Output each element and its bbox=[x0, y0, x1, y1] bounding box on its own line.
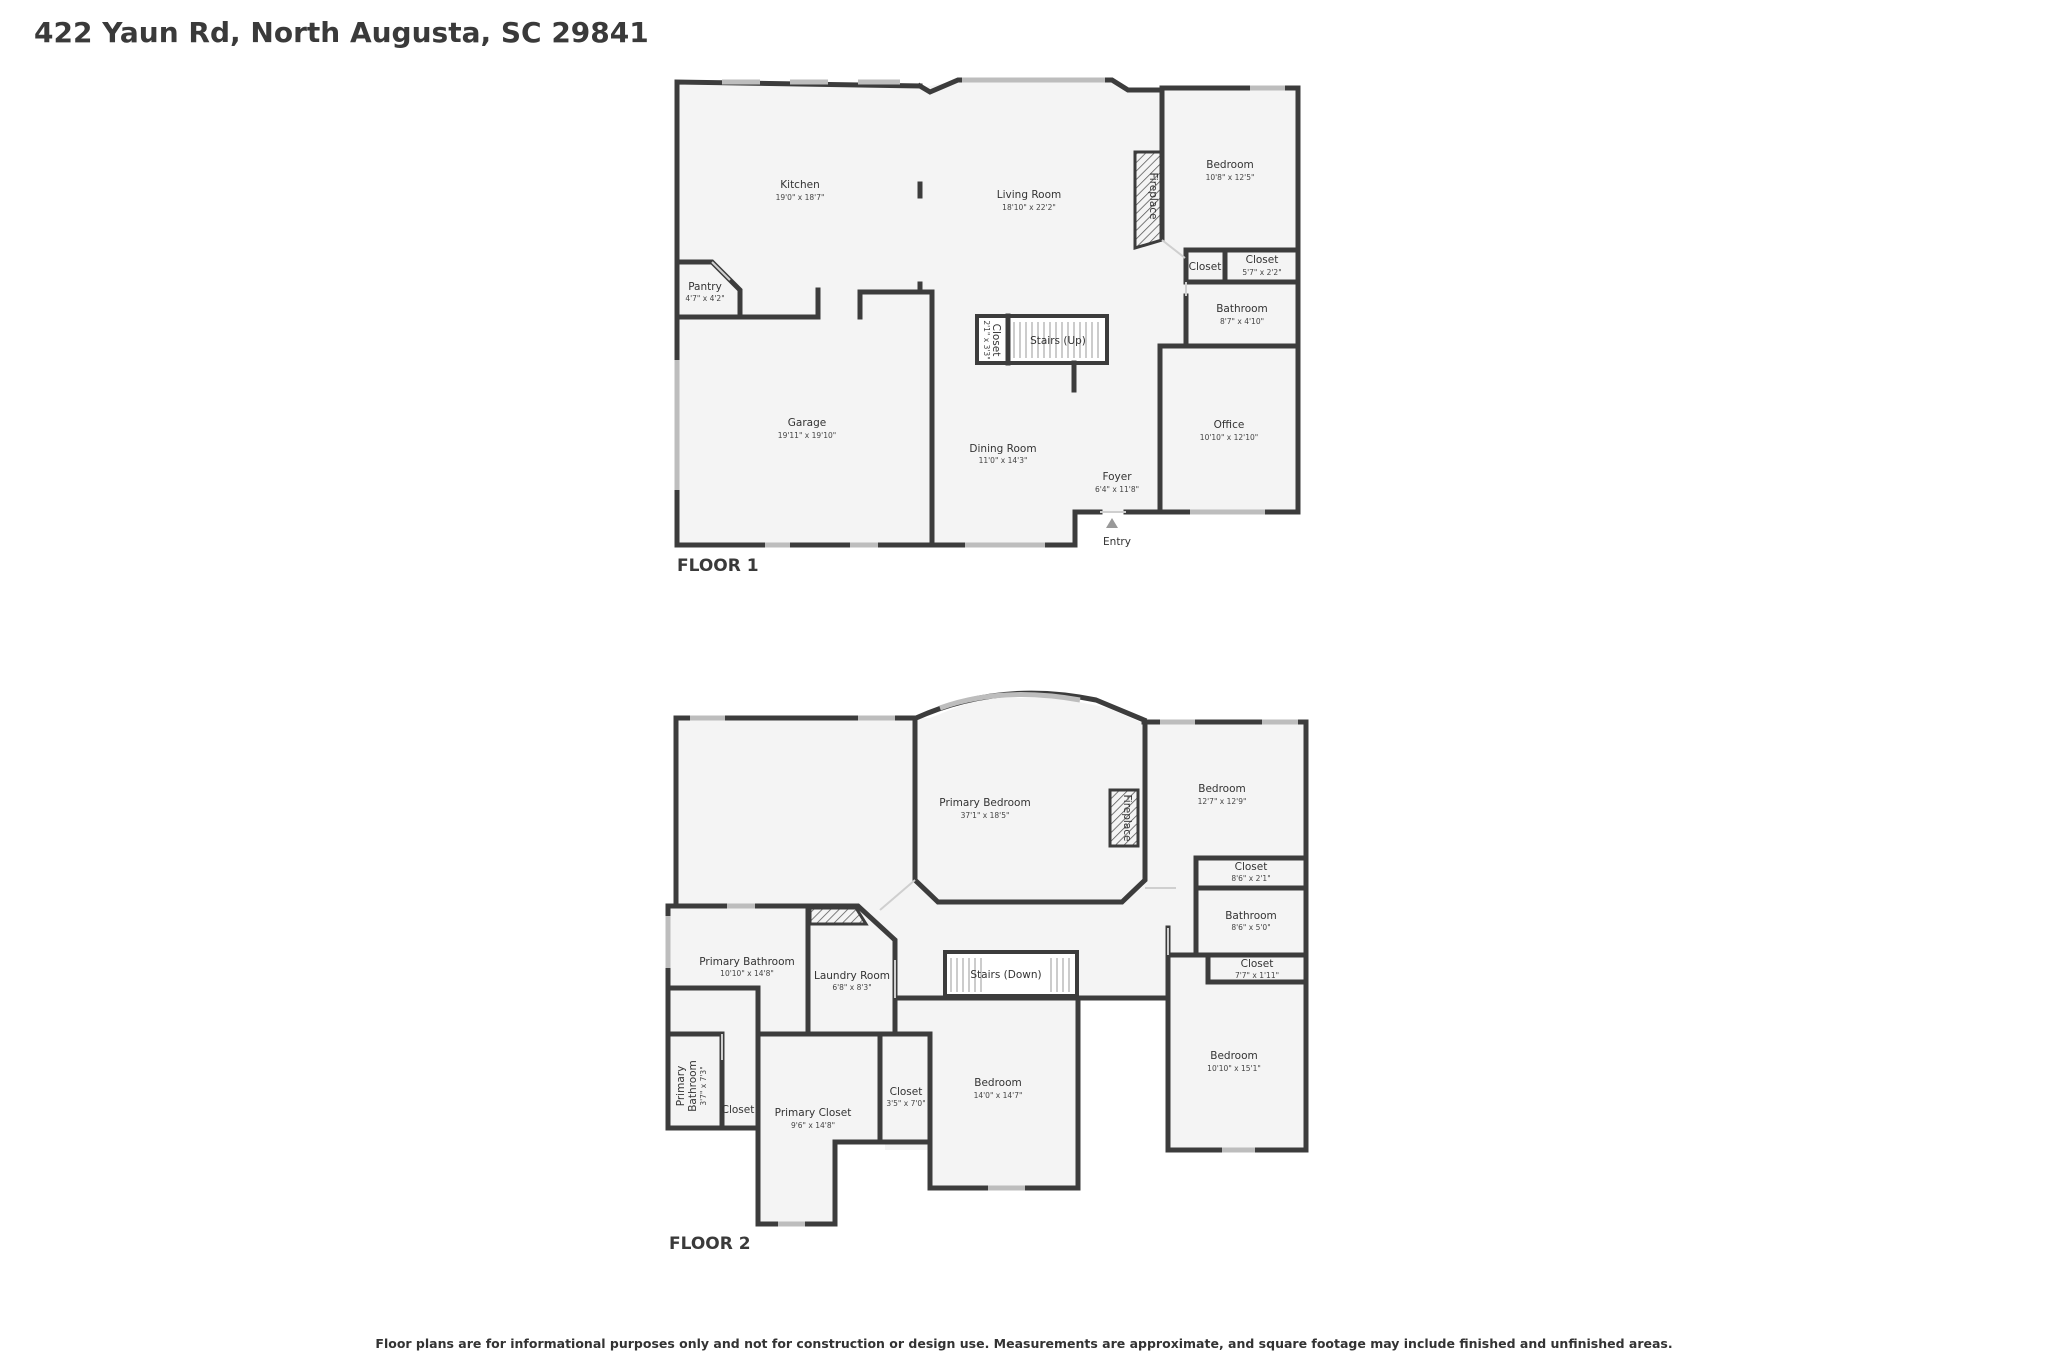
closet-d-name: Closet bbox=[890, 1086, 923, 1098]
living-room-name: Living Room bbox=[997, 189, 1061, 201]
bathroom2-dim: 8'6" x 5'0" bbox=[1231, 923, 1270, 932]
garage-dim: 19'11" x 19'10" bbox=[778, 431, 836, 440]
entry-label: Entry bbox=[1103, 536, 1131, 548]
stairs-up-name: Stairs (Up) bbox=[1030, 335, 1086, 347]
fireplace-shape bbox=[1108, 788, 1140, 848]
primary-bathroom-dim: 10'10" x 14'8" bbox=[720, 969, 774, 978]
floor1-wall-south bbox=[674, 509, 1078, 548]
fireplace2-label: Fireplace bbox=[1121, 795, 1133, 842]
floor1-area bbox=[677, 80, 1298, 545]
kitchen-garage-wall bbox=[737, 287, 821, 320]
primary-closet-dim: 9'6" x 14'8" bbox=[791, 1121, 835, 1130]
door bbox=[1161, 239, 1186, 259]
bedroom-name: Bedroom bbox=[1206, 159, 1254, 171]
stairs-down-name: Stairs (Down) bbox=[970, 969, 1041, 981]
floor2-wall-east bbox=[1141, 719, 1309, 1153]
floor1-label: FLOOR 1 bbox=[677, 556, 759, 576]
stairs-up-shape bbox=[975, 314, 1109, 365]
closet-b-dim: 5'7" x 2'2" bbox=[1242, 268, 1281, 277]
primary-bedroom-inner-wall bbox=[912, 715, 1148, 905]
garage-name: Garage bbox=[788, 417, 826, 429]
floor1-labels: Kitchen 19'0" x 18'7" Living Room 18'10"… bbox=[685, 159, 1281, 548]
closet-a-name: Closet bbox=[1235, 861, 1268, 873]
closet-b-name: Closet bbox=[1246, 254, 1279, 266]
foyer-dim: 6'4" x 11'8" bbox=[1095, 485, 1139, 494]
stairs-treads bbox=[950, 958, 1070, 992]
primary-closet-name: Primary Closet bbox=[775, 1107, 852, 1119]
bedroom-dim: 10'8" x 12'5" bbox=[1206, 173, 1255, 182]
fireplace-label: Fireplace bbox=[1147, 173, 1159, 220]
small-bath-dim: 3'7" x 7'3" bbox=[699, 1066, 708, 1105]
floor2-label: FLOOR 2 bbox=[669, 1234, 751, 1254]
living-room-dim: 18'10" x 22'2" bbox=[1002, 203, 1056, 212]
closet-d-dim: 3'5" x 7'0" bbox=[886, 1099, 925, 1108]
bathroom-name: Bathroom bbox=[1216, 303, 1268, 315]
foyer-name: Foyer bbox=[1102, 471, 1132, 483]
small-bath-line2: Bathroom bbox=[687, 1060, 699, 1112]
door bbox=[711, 261, 731, 281]
laundry-room-name: Laundry Room bbox=[814, 970, 890, 982]
stairs-down-shape bbox=[943, 950, 1079, 998]
pantry-dim: 4'7" x 4'2" bbox=[685, 294, 724, 303]
bathroom2-name: Bathroom bbox=[1225, 910, 1277, 922]
disclaimer: Floor plans are for informational purpos… bbox=[375, 1336, 1673, 1351]
window bbox=[939, 692, 1081, 711]
laundry-hatch bbox=[808, 906, 869, 926]
bedroom-b-name: Bedroom bbox=[974, 1077, 1022, 1089]
pantry-wall bbox=[674, 259, 743, 320]
floor2-wall-west bbox=[665, 903, 761, 1131]
closet-a-name: Closet bbox=[1189, 261, 1222, 273]
bathroom-dim: 8'7" x 4'10" bbox=[1220, 317, 1264, 326]
page-title: 422 Yaun Rd, North Augusta, SC 29841 bbox=[34, 16, 649, 49]
closet-d-walls bbox=[877, 1031, 933, 1145]
bedroom-c-dim: 10'10" x 15'1" bbox=[1207, 1064, 1261, 1073]
closet-b-name: Closet bbox=[1241, 958, 1274, 970]
primary-bathroom-name: Primary Bathroom bbox=[699, 956, 794, 968]
entry-arrow-icon bbox=[1106, 518, 1118, 528]
bedroom-b-dim: 14'0" x 14'7" bbox=[974, 1091, 1023, 1100]
closet-b-dim: 7'7" x 1'11" bbox=[1235, 971, 1279, 980]
bedroom-c-name: Bedroom bbox=[1210, 1050, 1258, 1062]
office-dim: 10'10" x 12'10" bbox=[1200, 433, 1258, 442]
closet-c-name: Closet bbox=[722, 1104, 755, 1116]
floor1-plan bbox=[674, 77, 1301, 548]
stair-closet-dim: 2'1" x 3'3" bbox=[982, 320, 991, 359]
primary-closet-walls bbox=[755, 1031, 888, 1227]
kitchen-dim: 19'0" x 18'7" bbox=[776, 193, 825, 202]
floor2-labels: Primary Bedroom 37'1" x 18'5" Fireplace … bbox=[675, 783, 1279, 1130]
dining-room-name: Dining Room bbox=[969, 443, 1036, 455]
stairs-treads bbox=[1013, 322, 1099, 358]
primary-bath-inner bbox=[665, 985, 761, 1037]
floor2-wall-northwest bbox=[673, 715, 915, 909]
garage-east-wall bbox=[857, 289, 935, 548]
dining-room-dim: 11'0" x 14'3" bbox=[979, 456, 1028, 465]
primary-bedroom-name: Primary Bedroom bbox=[939, 797, 1030, 809]
closet-b-walls bbox=[1205, 952, 1309, 985]
door bbox=[879, 879, 916, 911]
office-name: Office bbox=[1214, 419, 1245, 431]
kitchen-name: Kitchen bbox=[780, 179, 819, 191]
primary-bedroom-dim: 37'1" x 18'5" bbox=[961, 811, 1010, 820]
floor2-plan bbox=[665, 690, 1309, 1227]
stair-closet-name: Closet bbox=[990, 324, 1002, 357]
bedroom-b-walls bbox=[882, 995, 1081, 1191]
pantry-name: Pantry bbox=[688, 281, 722, 293]
bedroom-a-dim: 12'7" x 12'9" bbox=[1198, 797, 1247, 806]
bedroom-a-name: Bedroom bbox=[1198, 783, 1246, 795]
closet-a-dim: 8'6" x 2'1" bbox=[1231, 874, 1270, 883]
laundry-room-dim: 6'8" x 8'3" bbox=[832, 983, 871, 992]
small-bath-line1: Primary bbox=[675, 1066, 687, 1107]
